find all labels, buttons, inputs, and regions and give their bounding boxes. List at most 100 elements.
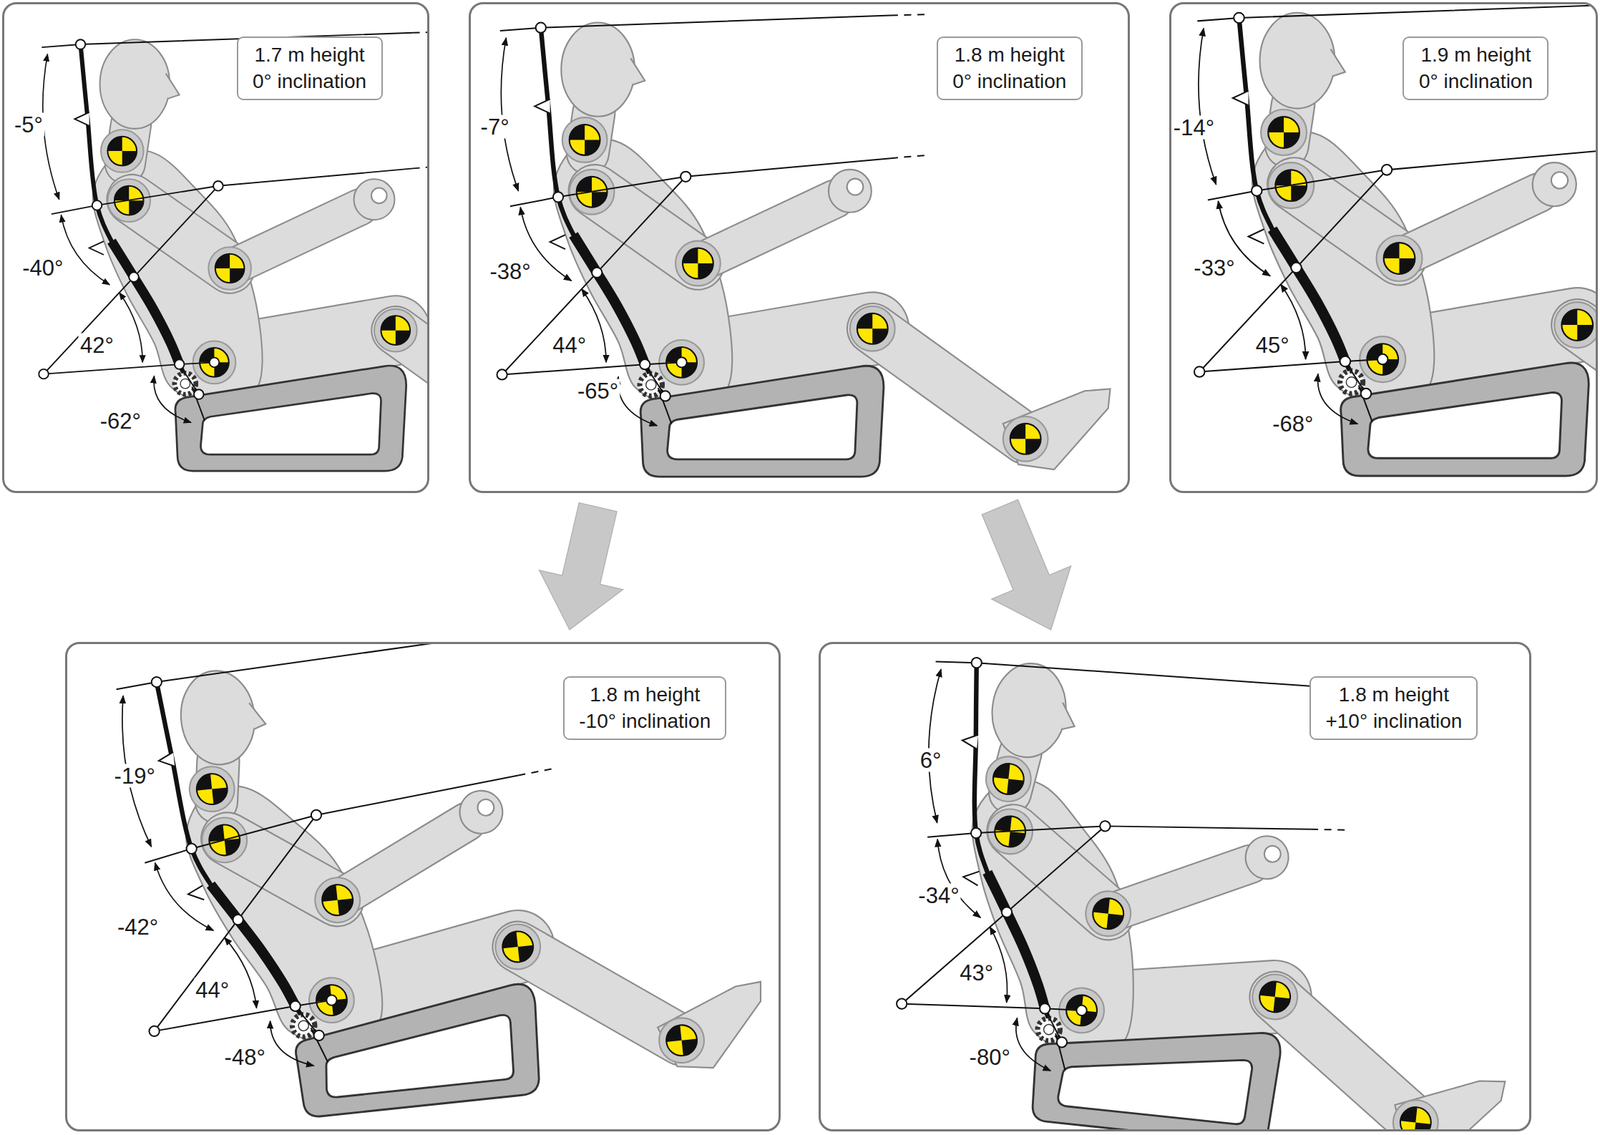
joint-point [1076,1004,1088,1017]
back-mark [550,234,566,250]
crash-marker [208,246,252,290]
figure-part [1257,979,1292,1014]
joint-point [128,271,139,282]
figure-part [1290,185,1307,202]
crash-marker [312,875,363,925]
figure-part [1092,896,1110,914]
figure-part [664,1024,682,1042]
figure-part [208,246,252,290]
construction-line [153,1000,333,1032]
torso [950,774,1156,1059]
figure-part [1106,913,1124,931]
condition-box: 1.8 m height+10° inclination [1309,676,1478,740]
condition-text: 1.7 m height [252,42,368,68]
angle-label: -80° [968,1045,1012,1070]
construction-line [901,991,1082,1023]
crash-marker [562,117,608,163]
crash-marker [1260,109,1307,156]
figure-part [374,309,418,353]
figure-part [215,254,230,269]
figure-part [675,241,721,287]
extension-line [412,31,428,33]
figure-part [500,929,535,964]
angle-arc [269,1016,315,1070]
crash-marker [1056,985,1107,1035]
seat-opening [200,393,381,455]
crash-marker [1003,416,1049,462]
head [987,659,1071,761]
condition-box: 1.8 m height-10° inclination [563,676,727,740]
figure-part [100,129,144,173]
figure-part [584,139,600,155]
limb-outline [518,930,682,1057]
crash-marker [1554,301,1596,348]
crash-marker [983,754,1034,804]
figure-part [1260,109,1307,156]
figure-part [493,921,543,972]
figure-part [122,150,137,166]
joint-point [639,359,650,370]
figure-part [38,31,428,471]
condition-text: 0° inclination [1418,68,1533,95]
figure-part [380,315,411,345]
joint-point [1381,164,1393,176]
panel-figure [111,644,770,1130]
angle-arc [1318,373,1359,424]
figure-part [337,898,355,916]
figure-part [1399,258,1416,275]
seat-base [175,365,407,471]
torso [93,149,263,404]
figure-part [111,644,770,1130]
seat-back [540,27,666,397]
condition-box: 1.8 m height0° inclination [936,36,1083,101]
crash-marker [659,339,705,385]
joint-point [1194,366,1206,378]
angle-arc [155,857,214,936]
construction-line [191,386,205,421]
figure-part [395,330,411,345]
joint-point [150,676,163,688]
joint-point [38,369,49,380]
angle-label: 44° [550,332,588,357]
back-mark [74,112,89,126]
joint-point [1056,1036,1068,1048]
condition-text: -10° inclination [578,708,711,735]
figure-part [195,773,213,791]
figure-part [983,754,1034,804]
angle-label: -42° [115,914,160,939]
back-mark [534,98,550,114]
back-mark [1232,90,1249,106]
crash-marker [1250,971,1300,1022]
construction-line [500,15,891,31]
angle-label: -19° [113,763,157,788]
joint-point [553,191,564,202]
panel-figure [496,14,1110,477]
joint-point [971,656,983,669]
seat-base [291,982,545,1118]
joint-point [1233,12,1245,24]
extension-line [412,165,428,169]
joint-point [496,369,507,380]
figure-part [1413,1122,1432,1130]
construction-line [114,644,505,690]
figure-part [314,983,349,1017]
angle-label: 45° [1254,332,1291,357]
joint-point [1377,354,1389,365]
figure-part [857,313,873,329]
angle-arc [1198,28,1217,185]
angle-label: 43° [958,960,995,984]
construction-line [927,789,1311,877]
crash-marker [1391,1097,1441,1130]
crash-marker [656,1015,707,1065]
figure-part [207,825,225,843]
nose [1330,49,1346,77]
figure-part [993,762,1011,780]
crash-marker [675,241,721,287]
crash-marker [850,306,896,352]
figure-part [320,884,338,902]
diagram-panel: -19°-42°44°-48°1.8 m height-10° inclinat… [65,641,781,1132]
joint-point [193,389,204,400]
